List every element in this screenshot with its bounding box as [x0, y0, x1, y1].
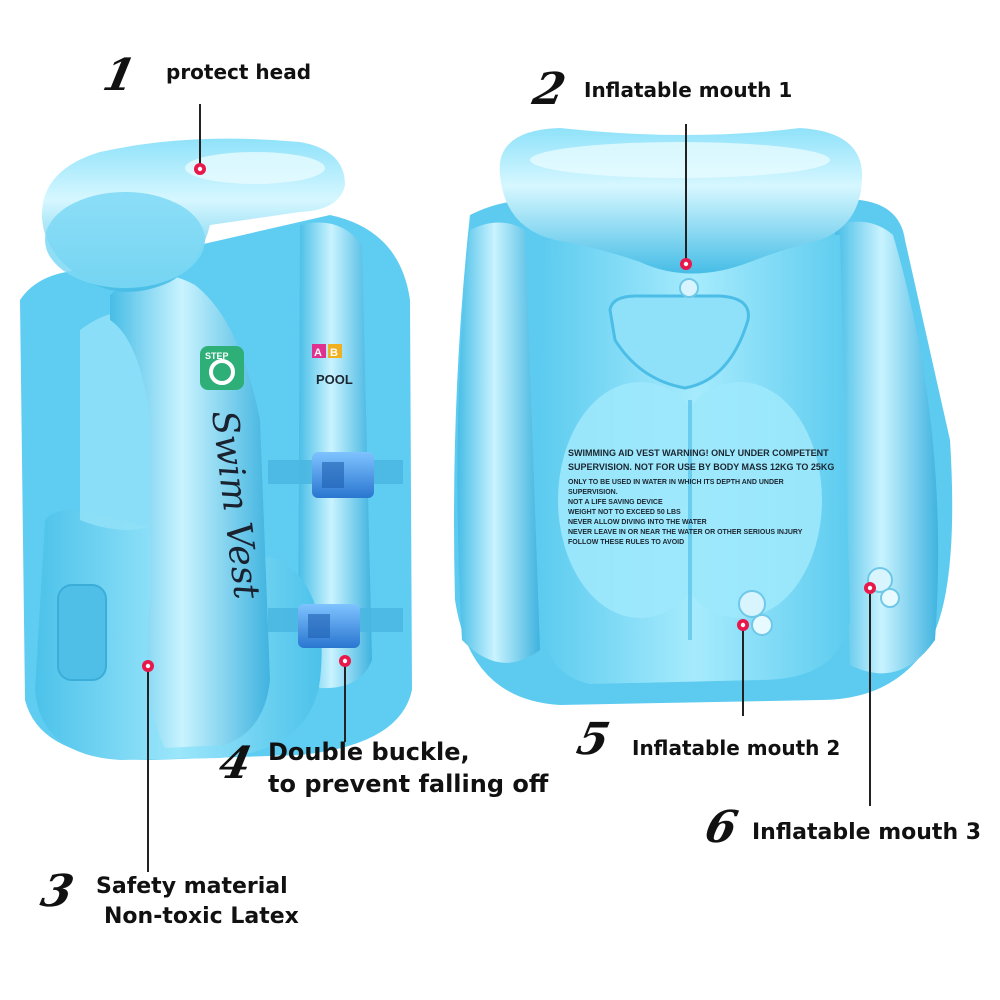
callout-label-protect-head: protect head	[166, 60, 312, 84]
warning-line: NOT A LIFE SAVING DEVICE	[568, 499, 663, 506]
marker-5	[737, 619, 749, 631]
warning-line: WEIGHT NOT TO EXCEED 50 LBS	[568, 509, 681, 516]
callout-label-safety-material: Safety material	[96, 874, 288, 899]
callout-label-inflatable-mouth-3: Inflatable mouth 3	[752, 820, 982, 845]
vest-back-right-lobe	[658, 382, 822, 618]
vest-front-grip-patch	[57, 584, 107, 681]
warning-line: SWIMMING AID VEST WARNING! ONLY UNDER CO…	[568, 448, 829, 458]
vest-front-collar-highlight	[185, 152, 325, 184]
buckle-lower	[298, 604, 360, 648]
vest-back-heart-window	[608, 294, 750, 390]
callout-markers	[142, 163, 876, 672]
marker-6	[864, 582, 876, 594]
vest-front-left-tube	[110, 274, 270, 748]
warning-line: ONLY TO BE USED IN WATER IN WHICH ITS DE…	[568, 479, 784, 486]
svg-text:POOL: POOL	[316, 372, 353, 387]
marker-2	[680, 258, 692, 270]
vest-back: SWIMMING AID VEST WARNING! ONLY UNDER CO…	[454, 128, 953, 705]
vest-back-left-flap	[457, 222, 540, 663]
vest-front-pool-badge: A B POOL	[312, 344, 353, 387]
vest-front-collar-end	[45, 192, 205, 288]
callout-leaders	[147, 104, 871, 872]
warning-line: SUPERVISION.	[568, 489, 618, 496]
marker-3	[142, 660, 154, 672]
valve-1	[679, 278, 699, 298]
marker-1	[194, 163, 206, 175]
vest-front: Swim Vest STEP A B POOL	[20, 138, 412, 760]
svg-text:STEP: STEP	[205, 351, 229, 361]
svg-text:B: B	[330, 347, 338, 359]
vest-front-step-badge: STEP	[200, 346, 244, 390]
warning-line: NEVER LEAVE IN OR NEAR THE WATER OR OTHE…	[568, 529, 803, 536]
buckle-upper	[312, 452, 374, 498]
vest-back-collar-highlight	[530, 142, 830, 178]
warning-line: FOLLOW THESE RULES TO AVOID	[568, 539, 684, 546]
callout-label-double-buckle: Double buckle,	[268, 738, 470, 766]
vest-back-right-flap	[835, 221, 939, 674]
callout-label-non-toxic-latex: Non-toxic Latex	[104, 904, 299, 929]
callout-label-prevent-falling-off: to prevent falling off	[268, 770, 549, 798]
callout-label-inflatable-mouth-2: Inflatable mouth 2	[632, 736, 841, 760]
warning-line: NEVER ALLOW DIVING INTO THE WATER	[568, 519, 707, 526]
valve-2	[738, 590, 773, 636]
callout-label-inflatable-mouth-1: Inflatable mouth 1	[584, 78, 793, 102]
marker-4	[339, 655, 351, 667]
vest-back-warning-print: SWIMMING AID VEST WARNING! ONLY UNDER CO…	[568, 448, 834, 546]
svg-text:A: A	[314, 347, 322, 359]
warning-line: SUPERVISION. NOT FOR USE BY BODY MASS 12…	[568, 462, 834, 472]
